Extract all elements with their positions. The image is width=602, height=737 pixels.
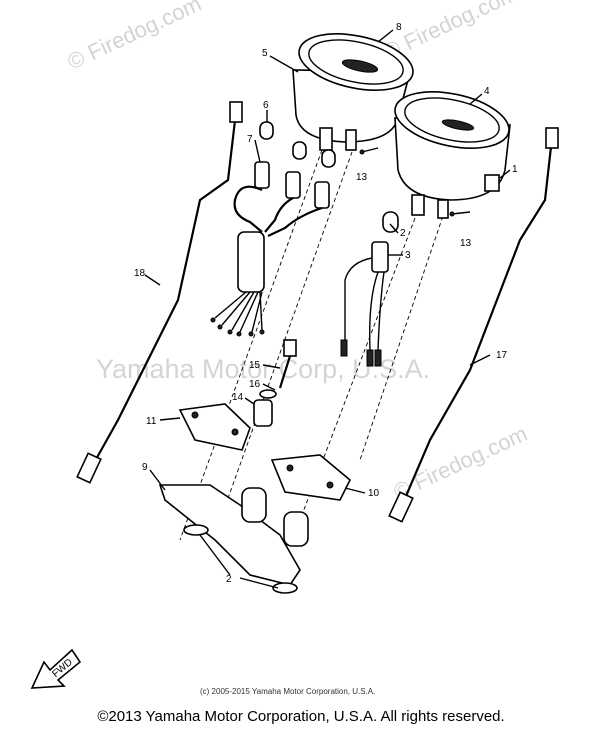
- wire-harness-left: [210, 185, 323, 337]
- watermark-firedog-top-left: © Firedog.com: [64, 0, 206, 75]
- callout-16: 16: [249, 379, 261, 390]
- watermark-firedog-bottom-right: © Firedog.com: [390, 421, 532, 505]
- callout-13-lower: 13: [460, 238, 472, 249]
- callout-4: 4: [484, 86, 490, 97]
- bulb-and-socket-right: [340, 211, 399, 367]
- callout-14: 14: [232, 392, 244, 403]
- tachometer-assembly: [394, 91, 511, 219]
- bolt-washer-spacer: [253, 339, 297, 427]
- callout-1: 1: [512, 164, 518, 175]
- callout-15: 15: [249, 360, 261, 371]
- callout-13-upper: 13: [356, 172, 368, 183]
- callout-6: 6: [263, 100, 269, 111]
- bulbs-and-sockets-left: [254, 121, 336, 209]
- callout-9: 9: [142, 462, 148, 473]
- callout-8: 8: [396, 22, 402, 33]
- watermark-yamaha: Yamaha Motor Corp, U.S.A.: [96, 354, 430, 384]
- callout-3: 3: [405, 250, 411, 261]
- front-direction-arrow: FWD: [30, 648, 82, 689]
- leader-lines: [144, 29, 511, 589]
- callout-10: 10: [368, 488, 380, 499]
- callout-11: 11: [146, 416, 157, 427]
- screw-13-upper: [359, 147, 379, 155]
- credit-line: (c) 2005-2015 Yamaha Motor Corporation, …: [200, 687, 375, 696]
- callout-5: 5: [262, 48, 268, 59]
- tachometer-cable: [388, 127, 559, 523]
- meter-bracket: [158, 484, 309, 594]
- callout-2-lower: 2: [226, 574, 232, 585]
- screw-13-lower: [449, 211, 471, 217]
- damper-11: [178, 403, 251, 451]
- callout-2-upper: 2: [400, 228, 406, 239]
- damper-10: [270, 454, 351, 501]
- callout-17: 17: [496, 350, 508, 361]
- copyright-notice: ©2013 Yamaha Motor Corporation, U.S.A. A…: [97, 708, 505, 725]
- callout-7: 7: [247, 134, 253, 145]
- speedometer-cable: [76, 101, 243, 484]
- callout-18: 18: [134, 268, 146, 279]
